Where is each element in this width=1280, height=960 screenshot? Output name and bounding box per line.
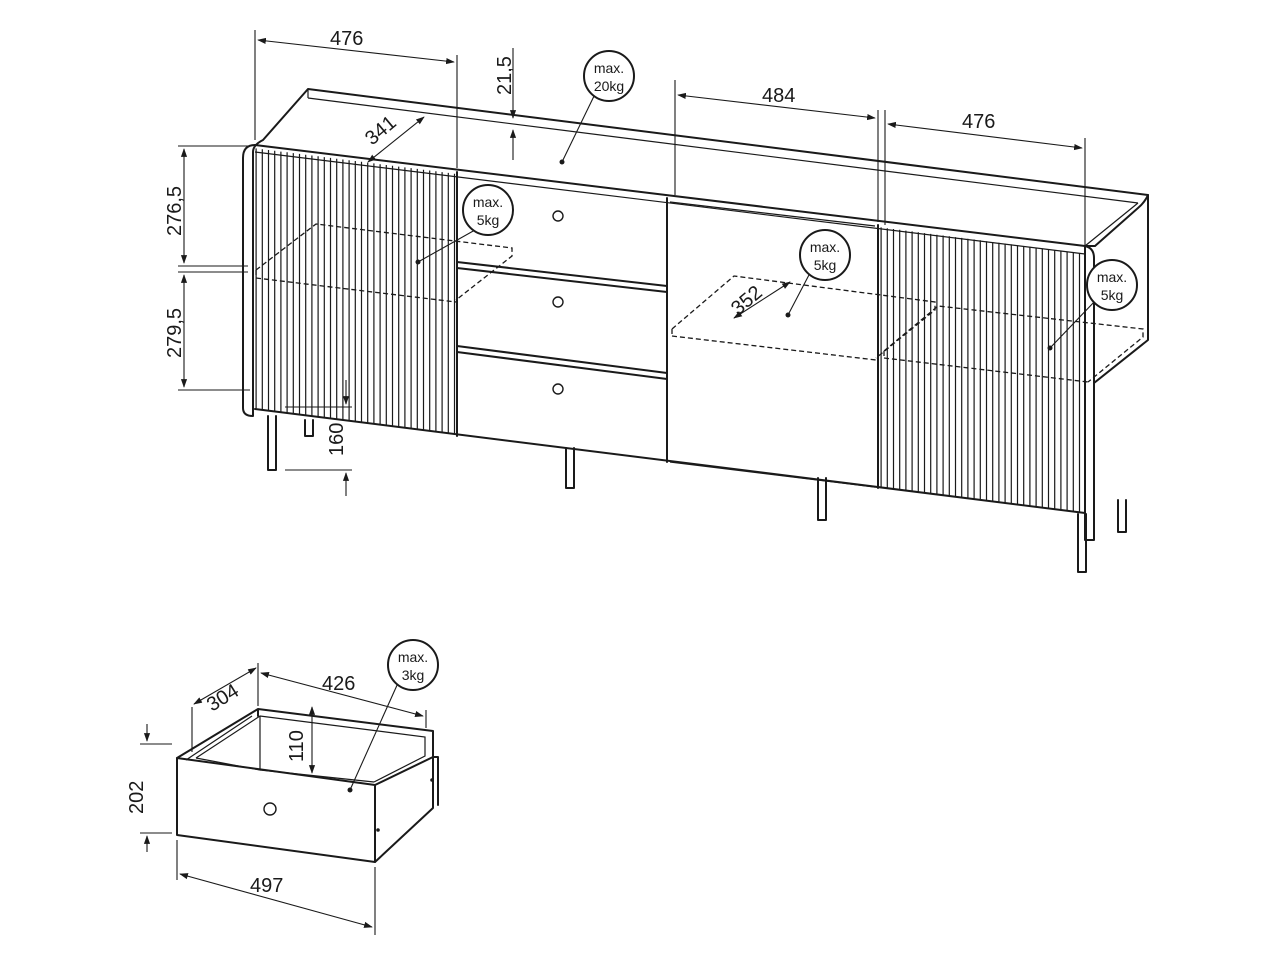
load-badges: max. 20kg max. 5kg max. 5kg max. 5kg max… xyxy=(347,50,1138,793)
badge-left-circle xyxy=(462,184,514,236)
section-dividers xyxy=(456,171,879,489)
left-shelf-dashed xyxy=(255,223,513,303)
dim-shelf-depth-right xyxy=(733,281,791,319)
middle-shelf-dashed xyxy=(671,275,936,361)
sideboard-top-outline xyxy=(242,88,1149,417)
right-shelf-dashed xyxy=(883,305,1144,383)
drawer-detail xyxy=(140,663,439,935)
dim-shelf-depth xyxy=(367,116,425,163)
ext-right-width xyxy=(884,110,1086,245)
label-drawer-front-width: 497 xyxy=(250,875,283,897)
ext-leg-height xyxy=(285,406,352,471)
flutes-right-doors xyxy=(880,227,1081,513)
label-shelf-depth: 341 xyxy=(361,112,401,150)
label-upper-height: 276,5 xyxy=(164,186,186,236)
drawer-detail-knob xyxy=(263,802,277,816)
leader-top xyxy=(561,91,597,163)
label-lower-height: 279,5 xyxy=(164,308,186,358)
badge-left-line1: max. xyxy=(473,194,503,210)
badge-middle-line2: 5kg xyxy=(814,257,837,273)
label-top-gap: 21,5 xyxy=(494,56,516,95)
drawer-knob-2 xyxy=(552,296,564,308)
drawer-side-face xyxy=(374,756,439,863)
drawer-fronts xyxy=(456,261,668,380)
ext-left-width xyxy=(254,30,458,168)
flutes-left-doors xyxy=(255,148,456,435)
label-drawer-width: 426 xyxy=(322,673,355,695)
bottom-edge xyxy=(254,408,1086,514)
label-drawer-depth: 304 xyxy=(203,680,243,716)
leader-dot-top xyxy=(559,159,565,165)
sideboard-top-inner xyxy=(307,89,1139,247)
ext-heights xyxy=(178,145,250,391)
badge-top-circle xyxy=(583,50,635,102)
label-drawer-inner-height: 110 xyxy=(286,730,308,762)
label-middle-width: 484 xyxy=(762,85,795,107)
leader-dot-drawer xyxy=(347,787,353,793)
dimension-lines xyxy=(178,30,1086,496)
badge-middle-circle xyxy=(799,229,851,281)
badge-right-line2: 5kg xyxy=(1101,287,1124,303)
drawer-screw-2 xyxy=(430,778,434,782)
dim-drawer-front-width xyxy=(179,873,373,928)
leader-dot-right xyxy=(1047,345,1053,351)
dim-left-width xyxy=(257,37,455,65)
dim-drawer-depth xyxy=(193,667,257,705)
leader-middle-shelf xyxy=(787,272,811,316)
drawer-knob-3 xyxy=(552,383,564,395)
badge-right-circle xyxy=(1086,259,1138,311)
badge-top-line1: max. xyxy=(594,60,624,76)
badge-left-line2: 5kg xyxy=(477,212,500,228)
leader-right-shelf xyxy=(1049,299,1097,349)
badge-drawer-line2: 3kg xyxy=(402,667,425,683)
label-shelf-depth-right: 352 xyxy=(727,282,767,320)
leader-left-shelf xyxy=(417,229,476,263)
badge-drawer-line1: max. xyxy=(398,649,428,665)
label-leg-height: 160 xyxy=(326,423,348,456)
badge-middle-line1: max. xyxy=(810,239,840,255)
drawer-ext-lines xyxy=(140,663,427,935)
drawer-knob-1 xyxy=(552,210,564,222)
leader-dot-left xyxy=(415,259,421,265)
front-face-top-line xyxy=(254,151,1086,255)
label-drawer-height: 202 xyxy=(126,781,148,814)
ext-middle-width xyxy=(674,80,879,222)
drawer-top-edges xyxy=(176,708,434,786)
badge-top-line2: 20kg xyxy=(594,78,624,94)
leader-dot-middle xyxy=(785,312,791,318)
legs xyxy=(267,415,1127,573)
label-right-width: 476 xyxy=(962,111,995,133)
drawer-screw-1 xyxy=(376,828,380,832)
dim-right-width xyxy=(887,121,1083,151)
middle-door xyxy=(669,201,876,488)
sideboard xyxy=(242,88,1149,573)
dim-drawer-width xyxy=(260,672,424,717)
dim-middle-width xyxy=(677,92,876,121)
badge-right-line1: max. xyxy=(1097,269,1127,285)
label-left-width: 476 xyxy=(330,28,363,50)
drawer-inner-edges xyxy=(185,715,426,783)
